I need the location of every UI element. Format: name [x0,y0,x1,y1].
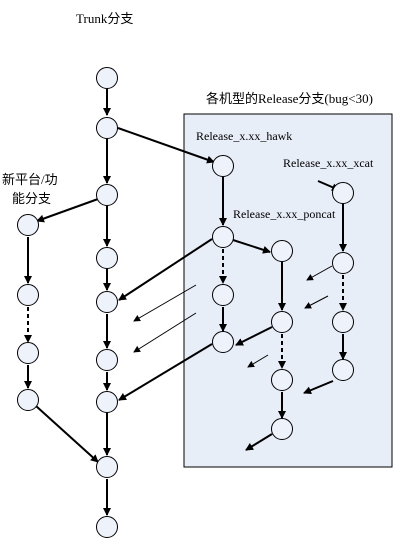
trunk-node [96,391,118,413]
trunk-node [96,291,118,313]
feature-nodes [17,214,39,411]
trunk-label: Trunk分支 [76,11,133,26]
feature-node [17,214,39,236]
trunk-node [96,456,118,478]
trunk-node [96,516,118,538]
poncat-node [271,311,293,333]
poncat-node [271,369,293,391]
feature-node [17,284,39,306]
xcat-node [332,359,354,381]
hawk-branch-line [117,127,271,332]
feature-node [17,389,39,411]
thin-merge-arrows [133,265,333,368]
feature-branch-line [24,198,99,463]
hawk-node [212,331,234,353]
hawk-nodes [212,155,234,353]
trunk-node [96,117,118,139]
trunk-nodes [96,67,118,538]
poncat-node [271,240,293,262]
xcat-nodes [332,182,354,381]
poncat-label: Release_x.xx_poncat [233,207,336,221]
release-group-label: 各机型的Release分支(bug<30) [206,91,373,106]
hawk-node [212,155,234,177]
merge-arrows [118,238,334,451]
hawk-label: Release_x.xx_hawk [196,129,292,143]
xcat-node [332,252,354,274]
trunk-node [96,184,118,206]
hawk-node [212,226,234,248]
poncat-nodes [271,240,293,440]
xcat-node [332,182,354,204]
trunk-node [96,247,118,269]
xcat-node [332,311,354,333]
platform-label-line2: 能分支 [12,191,51,206]
hawk-node [212,284,234,306]
platform-label-line1: 新平台/功 [2,172,58,187]
trunk-node [96,67,118,89]
poncat-node [271,418,293,440]
trunk-node [96,349,118,371]
xcat-label: Release_x.xx_xcat [283,156,374,170]
feature-node [17,342,39,364]
